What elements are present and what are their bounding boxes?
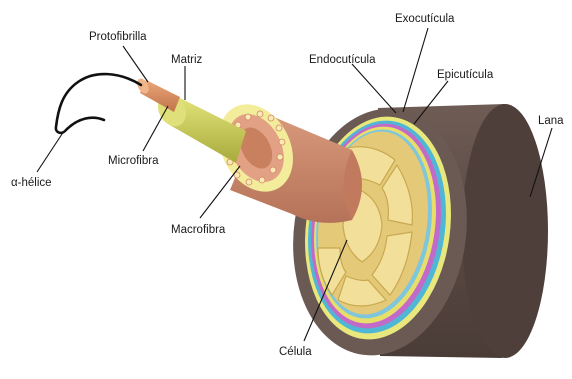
dot (276, 125, 282, 131)
leader-endocuticula (352, 64, 396, 113)
leader-microfibra (143, 106, 168, 151)
label-exocuticula: Exocutícula (395, 13, 455, 25)
label-microfibra: Microfibra (108, 155, 159, 167)
dot (270, 167, 276, 173)
label-protofibrilla: Protofibrilla (89, 31, 147, 43)
leader-protofibrilla (123, 46, 148, 82)
lana-far-end (462, 104, 548, 358)
dot (277, 154, 283, 160)
leader-exocuticula (403, 28, 428, 112)
label-lana: Lana (538, 115, 564, 127)
label-epicuticula: Epicutícula (437, 69, 494, 81)
dot (257, 111, 263, 117)
label-celula: Célula (279, 346, 312, 358)
leader-alfa-helice (37, 131, 64, 172)
dot (279, 139, 285, 145)
label-macrofibra: Macrofibra (171, 224, 226, 236)
alpha-helix-curve (56, 74, 141, 133)
leader-macrofibra (200, 166, 240, 218)
dot (246, 179, 252, 185)
label-matriz: Matriz (171, 54, 203, 66)
label-alfa-helice: α-hélice (11, 177, 52, 189)
dot (268, 115, 274, 121)
protofibrilla (135, 77, 180, 112)
dot (259, 177, 265, 183)
dot (245, 114, 251, 120)
label-endocuticula: Endocutícula (309, 54, 376, 66)
